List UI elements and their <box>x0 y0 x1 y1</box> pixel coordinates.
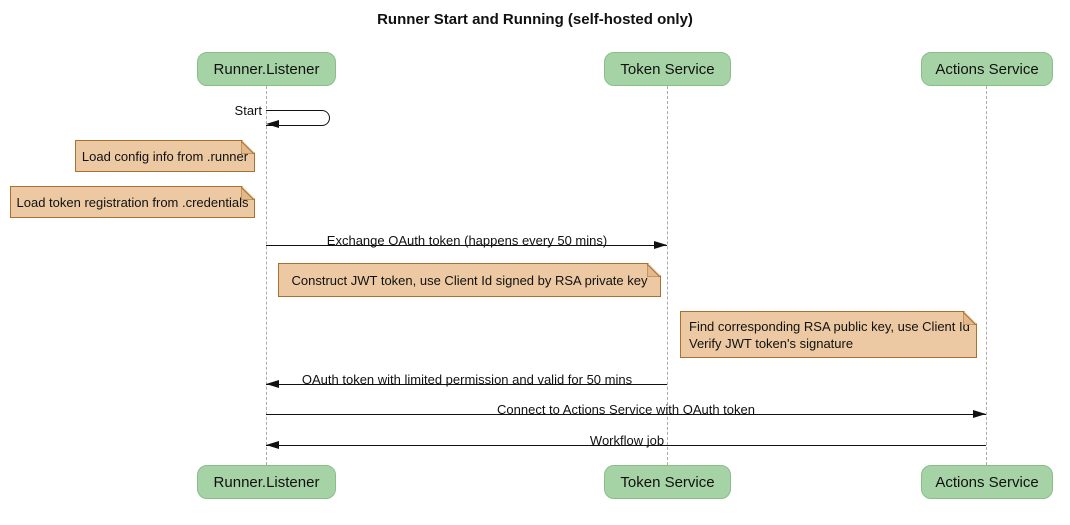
participant-actions-service-top: Actions Service <box>921 52 1053 86</box>
note-line: Load token registration from .credential… <box>16 194 249 210</box>
message-line-oauth-return <box>266 384 667 385</box>
lifeline-actions-service <box>986 86 987 465</box>
note-line: Construct JWT token, use Client Id signe… <box>291 272 648 288</box>
arrowhead-left-icon <box>266 441 279 449</box>
note-line: Load config info from .runner <box>81 148 249 164</box>
lifeline-token-service <box>667 86 668 465</box>
note-line: Verify JWT token's signature <box>689 335 854 351</box>
note-fold-icon <box>963 312 976 325</box>
note-fold-icon <box>241 141 254 154</box>
participant-runner-listener-bottom: Runner.Listener <box>197 465 336 499</box>
note-load-token-registration: Load token registration from .credential… <box>10 186 255 218</box>
diagram-title: Runner Start and Running (self-hosted on… <box>377 11 693 28</box>
message-label-start: Start <box>234 103 262 118</box>
message-line-exchange-oauth <box>266 245 667 246</box>
participant-actions-service-bottom: Actions Service <box>921 465 1053 499</box>
message-label-exchange-oauth: Exchange OAuth token (happens every 50 m… <box>326 233 608 248</box>
arrowhead-right-icon <box>973 410 986 418</box>
lifeline-runner-listener <box>266 86 267 465</box>
arrowhead-left-icon <box>266 120 279 128</box>
message-label-oauth-return: OAuth token with limited permission and … <box>301 372 633 387</box>
participant-token-service-top: Token Service <box>604 52 731 86</box>
note-load-config: Load config info from .runner <box>75 140 255 172</box>
note-fold-icon <box>241 187 254 200</box>
note-construct-jwt: Construct JWT token, use Client Id signe… <box>278 263 661 297</box>
message-label-connect-actions: Connect to Actions Service with OAuth to… <box>497 402 755 417</box>
note-text: Find corresponding RSA public key, use C… <box>689 318 970 352</box>
note-fold-icon <box>647 264 660 277</box>
arrowhead-left-icon <box>266 380 279 388</box>
self-message-arrow-start <box>266 110 330 126</box>
note-line: Find corresponding RSA public key, use C… <box>689 318 970 334</box>
message-line-connect-actions <box>266 414 986 415</box>
message-label-workflow-job: Workflow job <box>589 433 665 448</box>
participant-token-service-bottom: Token Service <box>604 465 731 499</box>
message-line-workflow-job <box>266 445 986 446</box>
note-verify-jwt: Find corresponding RSA public key, use C… <box>680 311 977 358</box>
participant-runner-listener-top: Runner.Listener <box>197 52 336 86</box>
arrowhead-right-icon <box>654 241 667 249</box>
